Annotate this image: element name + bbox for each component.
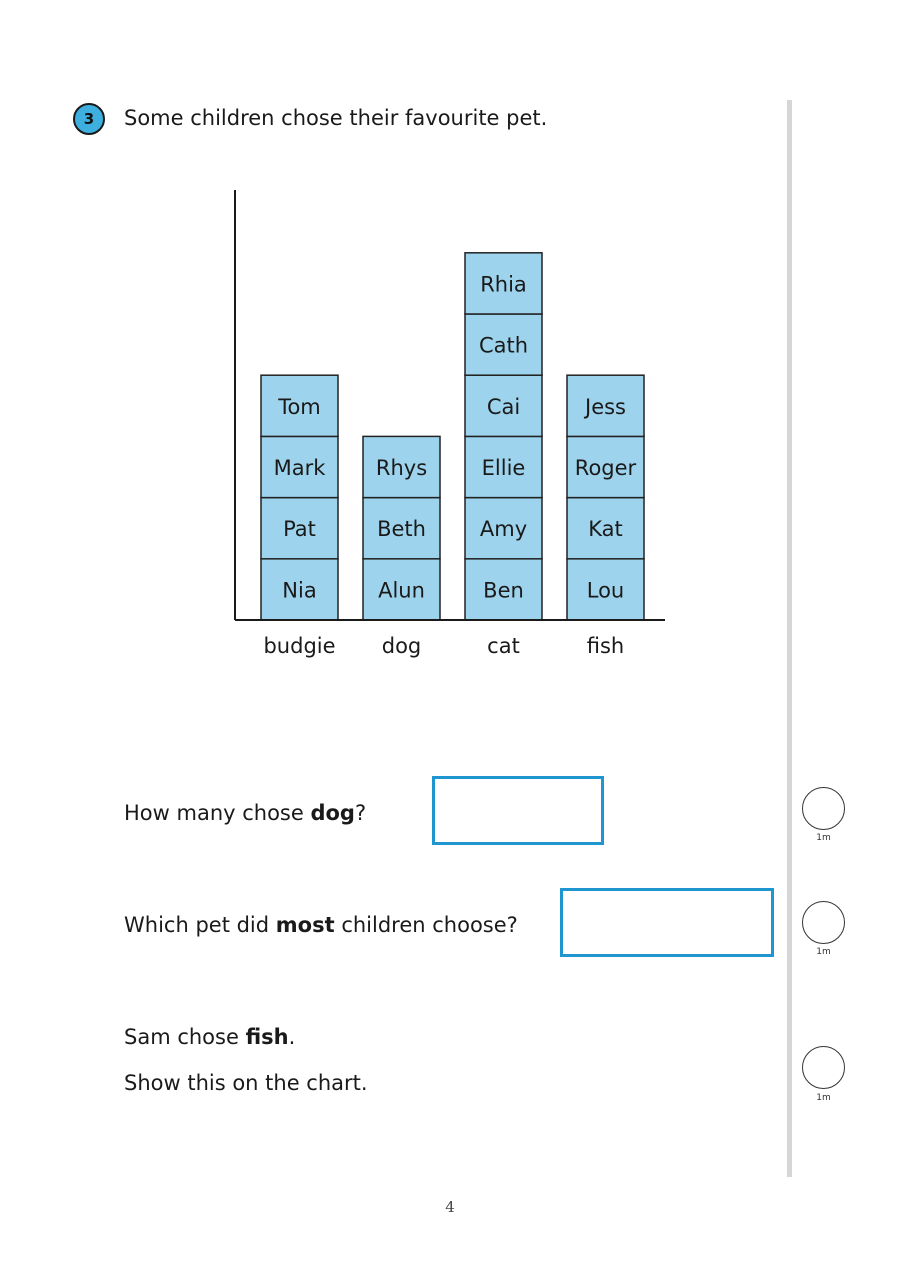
block-cat-2 (464, 496, 543, 560)
part-c-post: . (288, 1025, 296, 1049)
answer-box-dog[interactable] (432, 776, 604, 845)
block-label-dog-1: Alun (378, 578, 425, 602)
question-part-b: Which pet did most children choose? (124, 913, 518, 937)
block-fish-4 (566, 374, 645, 438)
category-label-cat: cat (487, 634, 520, 658)
part-c-pre: Sam chose (124, 1025, 246, 1049)
block-label-budgie-1: Nia (282, 578, 316, 602)
block-label-fish-1: Lou (587, 578, 625, 602)
mark-circle-a (802, 787, 845, 830)
block-label-cat-3: Ellie (482, 456, 526, 480)
block-label-budgie-3: Mark (274, 456, 327, 480)
block-cat-1 (464, 558, 543, 621)
category-label-fish: fish (587, 634, 624, 658)
mark-label-b: 1m (816, 947, 831, 957)
block-label-cat-2: Amy (480, 517, 527, 541)
question-part-c: Sam chose fish. (124, 1025, 295, 1049)
question-part-a: How many chose dog? (124, 801, 366, 825)
block-label-budgie-2: Pat (283, 517, 316, 541)
block-cat-5 (464, 313, 543, 376)
question-intro: Some children chose their favourite pet. (124, 106, 548, 130)
block-budgie-2 (260, 496, 339, 560)
block-label-fish-4: Jess (583, 395, 626, 419)
block-budgie-1 (260, 558, 339, 621)
marking-margin-divider (787, 100, 792, 1177)
question-number-badge: 3 (73, 103, 105, 135)
part-b-pre: Which pet did (124, 913, 276, 937)
block-budgie-4 (260, 374, 339, 438)
mark-circle-b (802, 901, 845, 944)
show-on-chart-instruction: Show this on the chart. (124, 1071, 368, 1095)
part-a-bold: dog (310, 801, 355, 825)
block-label-cat-5: Cath (479, 334, 528, 358)
block-cat-3 (464, 435, 543, 499)
block-cat-4 (464, 374, 543, 438)
block-label-cat-6: Rhia (480, 272, 527, 296)
category-label-budgie: budgie (263, 634, 335, 658)
category-label-dog: dog (382, 634, 422, 658)
block-label-fish-2: Kat (588, 517, 623, 541)
pet-block-chart: Nia Pat Mark Tom budgie Alun Beth Rhys dog Ben Amy… (234, 190, 665, 658)
block-label-dog-3: Rhys (376, 456, 427, 480)
mark-label-c: 1m (816, 1093, 831, 1103)
block-cat-6 (464, 252, 543, 315)
block-dog-1 (362, 558, 441, 621)
mark-label-a: 1m (816, 833, 831, 843)
part-c-bold: fish (245, 1025, 289, 1049)
mark-circle-c (802, 1046, 845, 1089)
page-number: 4 (445, 1198, 455, 1216)
block-label-dog-2: Beth (377, 517, 426, 541)
answer-box-most[interactable] (560, 888, 774, 957)
block-label-budgie-4: Tom (277, 395, 321, 419)
part-b-bold: most (275, 913, 335, 937)
block-label-fish-3: Roger (575, 456, 637, 480)
part-a-post: ? (354, 801, 367, 825)
block-label-cat-4: Cai (487, 395, 520, 419)
block-label-cat-1: Ben (483, 578, 524, 602)
part-a-pre: How many chose (124, 801, 311, 825)
block-budgie-3 (260, 435, 339, 499)
part-b-post: children choose? (334, 913, 518, 937)
block-dog-3 (362, 435, 441, 499)
